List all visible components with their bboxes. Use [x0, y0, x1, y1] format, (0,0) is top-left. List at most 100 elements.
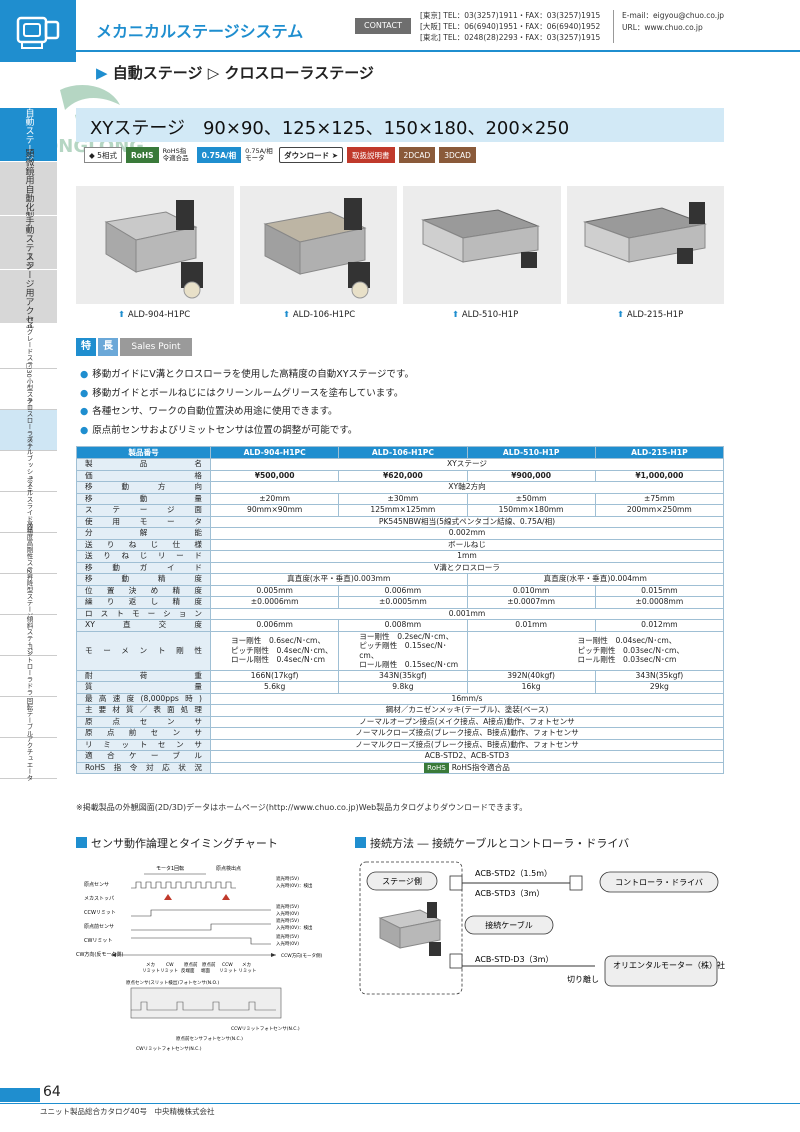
- xy-stage-medium-icon: [262, 198, 370, 299]
- oriental-label: オリエンタルモーター（株）社製のドライバなど: [613, 960, 725, 970]
- table-cell: XYステージ: [210, 458, 724, 471]
- phase-badge: ◆ 5相式: [84, 147, 122, 163]
- table-cell: ±0.0006mm: [209, 596, 340, 609]
- subtab-ball-bush[interactable]: ボールブッシュステージ: [0, 435, 57, 507]
- product-image-215: [566, 186, 724, 304]
- subtab-label: アクチュエータ: [25, 735, 33, 781]
- table-cell: ノーマルクローズ接点(ブレーク接点、B接点)動作、フォトセンサ: [210, 738, 724, 751]
- table-cell: ±20mm: [209, 492, 340, 505]
- tel-list: [東京] TEL：03(3257)1911・FAX：03(3257)1915 […: [420, 10, 600, 43]
- column-header: ALD-904-H1PC: [209, 446, 340, 459]
- table-cell: 150mm×180mm: [466, 504, 596, 517]
- product-label-904: ⬆ ALD-904-H1PC: [118, 310, 190, 320]
- cad3d-button[interactable]: 3DCAD: [439, 147, 476, 163]
- subtab-tilt[interactable]: 傾斜ステージ: [0, 615, 57, 656]
- tel-tokyo: [東京] TEL：03(3257)1911・FAX：03(3257)1915: [420, 11, 601, 20]
- position-label: CW: [166, 962, 174, 968]
- row-header: 繰り返し精度: [76, 596, 211, 609]
- header-rule: [76, 50, 800, 52]
- table-cell: XY軸2方向: [210, 481, 724, 494]
- phase-label: 5相式: [97, 151, 117, 160]
- row-header: 使用モータ: [76, 515, 211, 528]
- timing-section-title: センサ動作論理とタイミングチャート: [76, 835, 278, 851]
- subtab-actuator[interactable]: アクチュエータ: [0, 735, 57, 781]
- subtab-controller[interactable]: コントローラドライバ: [0, 644, 57, 709]
- subtab-rotary[interactable]: 回転テーブル: [0, 697, 57, 738]
- table-cell: ±50mm: [466, 492, 596, 505]
- product-code: ALD-904-H1PC: [127, 310, 191, 320]
- table-row: 送りねじ仕様ボールねじ: [76, 538, 724, 551]
- table-cell: 90mm×90mm: [209, 504, 340, 517]
- row-header: 分解能: [76, 527, 211, 540]
- row-header: 移動ガイド: [76, 561, 211, 574]
- xy-stage-large-icon: [421, 209, 540, 268]
- url-link[interactable]: URL：www.chuo.co.jp: [622, 23, 703, 32]
- table-cell: 0.015mm: [594, 584, 725, 597]
- tab-label: 自動ステージ: [23, 107, 34, 162]
- subtab-high-precision[interactable]: 高精度高剛性ステージ: [0, 521, 57, 586]
- table-row: 繰り返し精度±0.0006mm±0.0005mm±0.0007mm±0.0008…: [76, 596, 725, 609]
- table-cell: ±75mm: [594, 492, 725, 505]
- subtab-z-lift[interactable]: Z昇降型ステージ: [0, 569, 57, 619]
- position-label: リミット リミット: [219, 969, 256, 974]
- header-divider: [613, 10, 614, 43]
- tab-microscope[interactable]: 顕微鏡用自動化製品: [0, 148, 57, 229]
- table-cell: 343N(35kgf): [338, 669, 468, 682]
- subtab-high-grade[interactable]: ハイグレードステージ: [0, 316, 57, 381]
- breadcrumb: ▶ 自動ステージ ▷ クロスローラステージ: [96, 62, 374, 83]
- download-button[interactable]: ダウンロード ➤: [279, 147, 344, 163]
- cad2d-button[interactable]: 2DCAD: [398, 147, 436, 163]
- triangle-right-icon: ▶: [96, 64, 108, 82]
- feature-tag-1: 特: [76, 338, 96, 356]
- table-cell: ボールねじ: [210, 538, 724, 551]
- signal-label: メカストッパ: [84, 896, 114, 902]
- row-header: 位置決め精度: [76, 584, 211, 597]
- rohs-mark: RoHS: [424, 762, 449, 773]
- state-label: 入光時(0V)：検出: [276, 924, 313, 931]
- tab-manual-stage[interactable]: 手動ステージ: [0, 216, 57, 270]
- page-title: XYステージ 90×90、125×125、150×180、200×250: [90, 118, 570, 139]
- table-cell: ±30mm: [338, 492, 468, 505]
- cable-label: ACB-STD-D3（3m）: [475, 955, 553, 964]
- table-cell: 5.6kg: [209, 681, 340, 694]
- subtab-30-small[interactable]: □30小型ステージ: [0, 361, 57, 417]
- table-cell: 29kg: [594, 681, 725, 694]
- subtab-label: ボールスライドステージ: [25, 476, 33, 548]
- email-link[interactable]: E-mail：eigyou@chuo.co.jp: [622, 11, 725, 20]
- tab-auto-stage[interactable]: 自動ステージ: [0, 108, 57, 162]
- product-image-510: [403, 186, 561, 304]
- table-cell: 200mm×250mm: [594, 504, 725, 517]
- tel-osaka: [大阪] TEL：06(6940)1951・FAX：06(6940)1952: [420, 22, 601, 31]
- page-number: 64: [43, 1084, 61, 1100]
- table-cell: 0.008mm: [338, 619, 468, 632]
- position-label: メカ: [146, 962, 155, 968]
- spec-table: 製品番号 ALD-904-H1PC ALD-106-H1PC ALD-510-H…: [76, 446, 725, 774]
- table-cell: 真直度(水平・垂直)0.003mm: [210, 573, 468, 586]
- sales-point-tag: Sales Point: [120, 338, 192, 356]
- subtab-ball-slide[interactable]: ボールスライドステージ: [0, 476, 57, 548]
- stage-icon: [0, 0, 76, 62]
- section-heading: センサ動作論理とタイミングチャート: [91, 837, 278, 850]
- table-cell: 392N(40kgf): [466, 669, 596, 682]
- product-label-106: ⬆ ALD-106-H1PC: [283, 310, 355, 320]
- row-header: 価格: [76, 469, 211, 482]
- signal-label: CW方向(反モータ側): [76, 951, 123, 958]
- controller-label: コントローラ・ドライバ: [615, 878, 703, 887]
- motor-text: 0.75A/相モータ: [245, 147, 273, 162]
- timing-chart: モータ1回転 原点検出点 原点センサ メカストッパ CCWリミット 原点前センサ…: [76, 860, 341, 1074]
- position-label: 端面: [201, 967, 210, 974]
- circle-arrow-icon: ➤: [331, 151, 339, 160]
- row-header: リミットセンサ: [76, 738, 211, 751]
- tab-label: 手動ステージ: [23, 215, 34, 270]
- breadcrumb-auto-stage: 自動ステージ: [112, 64, 203, 82]
- stage-side-label: ステージ側: [382, 876, 422, 886]
- tab-accessories[interactable]: ステージ用アクセサリ: [0, 252, 57, 342]
- manual-button[interactable]: 取扱説明書: [347, 147, 395, 163]
- feature-text: 各種センサ、ワークの自動位置決め用途に使用できます。: [92, 406, 338, 417]
- feature-text: 移動ガイドにV溝とクロスローラを使用した高精度の自動XYステージです。: [92, 369, 414, 380]
- subtab-cross-roller[interactable]: クロスローラステージ: [0, 398, 57, 463]
